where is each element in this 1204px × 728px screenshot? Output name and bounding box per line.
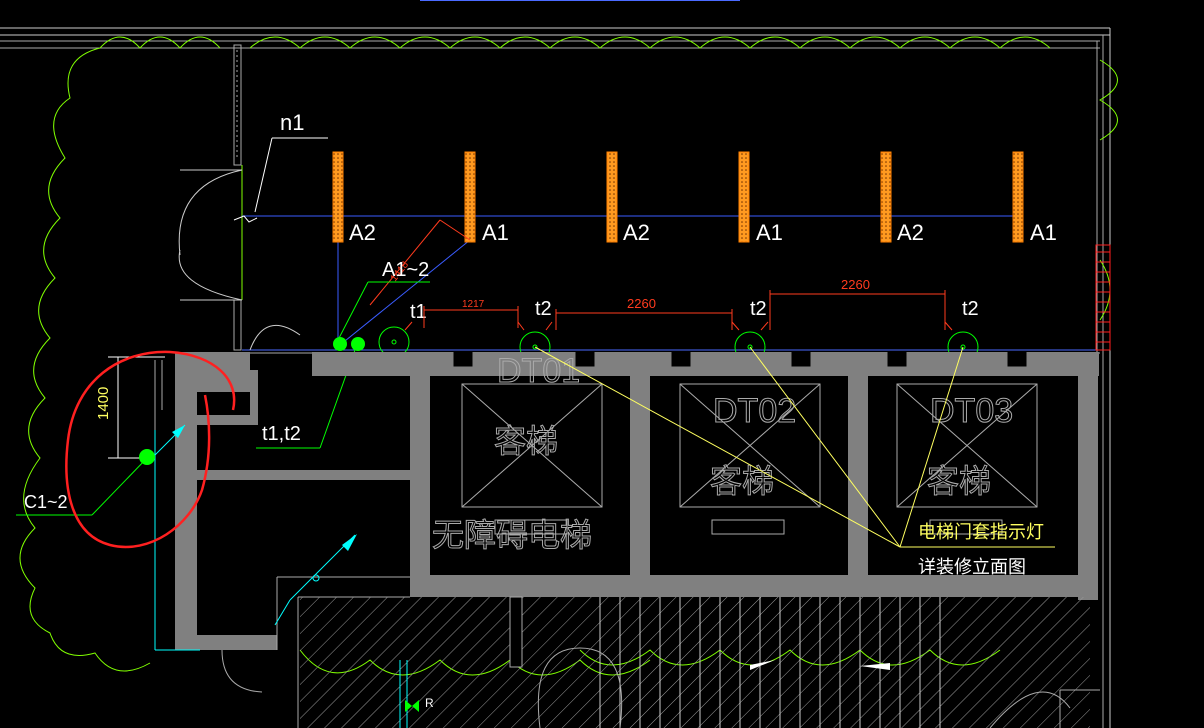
elevator-type: 客梯 [494,422,558,460]
walls [175,352,1099,650]
stair-area [300,596,1100,728]
dimension-value: 1217 [462,299,485,310]
note-line-1: 电梯门套指示灯 [918,522,1044,543]
light-label: A1 [482,220,509,245]
light-fixture [880,151,892,243]
switch-marker [333,337,347,351]
light-label: A1 [756,220,783,245]
light-fixture [738,151,750,243]
light-fixtures [332,151,1024,243]
dimension-value: 2260 [627,296,656,311]
spot-ticks [404,321,953,331]
label-a1-2: A1~2 [382,259,429,281]
leader-n1 [233,137,328,223]
switch-marker [139,449,155,465]
marker-r: R [405,696,434,712]
red-markup [65,350,236,549]
arrow-icon [342,534,357,551]
accessible-elevator-label: 无障碍电梯 [432,516,592,554]
light-label: A2 [349,220,376,245]
dimension-diagonal [369,219,471,306]
spot-label: t2 [962,298,979,320]
elevator-shafts [461,383,1038,535]
dimension-height-value: 1400 [95,387,112,420]
spot-label: t2 [535,298,552,320]
dimensions-horizontal [423,290,946,330]
svg-text:R: R [425,696,434,710]
light-label: A1 [1030,220,1057,245]
top-strip [0,0,1111,728]
spot-label: t1 [410,301,427,323]
light-label: A2 [897,220,924,245]
elevator-code: DT03 [930,392,1013,430]
light-label: A2 [623,220,650,245]
elevator-code: DT02 [713,392,796,430]
label-t1t2: t1,t2 [262,423,301,445]
light-fixture [1012,151,1024,243]
leader-c1-2 [16,457,148,516]
arrow-icon [172,425,185,438]
label-n1: n1 [280,110,304,135]
light-fixture [606,151,618,243]
note-leaders [534,346,1055,548]
note-line-2: 详装修立面图 [918,557,1026,578]
switch-marker [351,337,365,351]
spot-label: t2 [750,298,767,320]
elevator-code: DT01 [497,352,580,390]
light-fixture [332,151,344,243]
label-c1-2: C1~2 [24,492,68,512]
elevator-type: 客梯 [927,462,991,500]
dimension-height [108,356,165,459]
elevator-type: 客梯 [710,462,774,500]
light-fixture [464,151,476,243]
dimension-value: 2260 [841,277,870,292]
leader-a1-2 [337,281,430,341]
